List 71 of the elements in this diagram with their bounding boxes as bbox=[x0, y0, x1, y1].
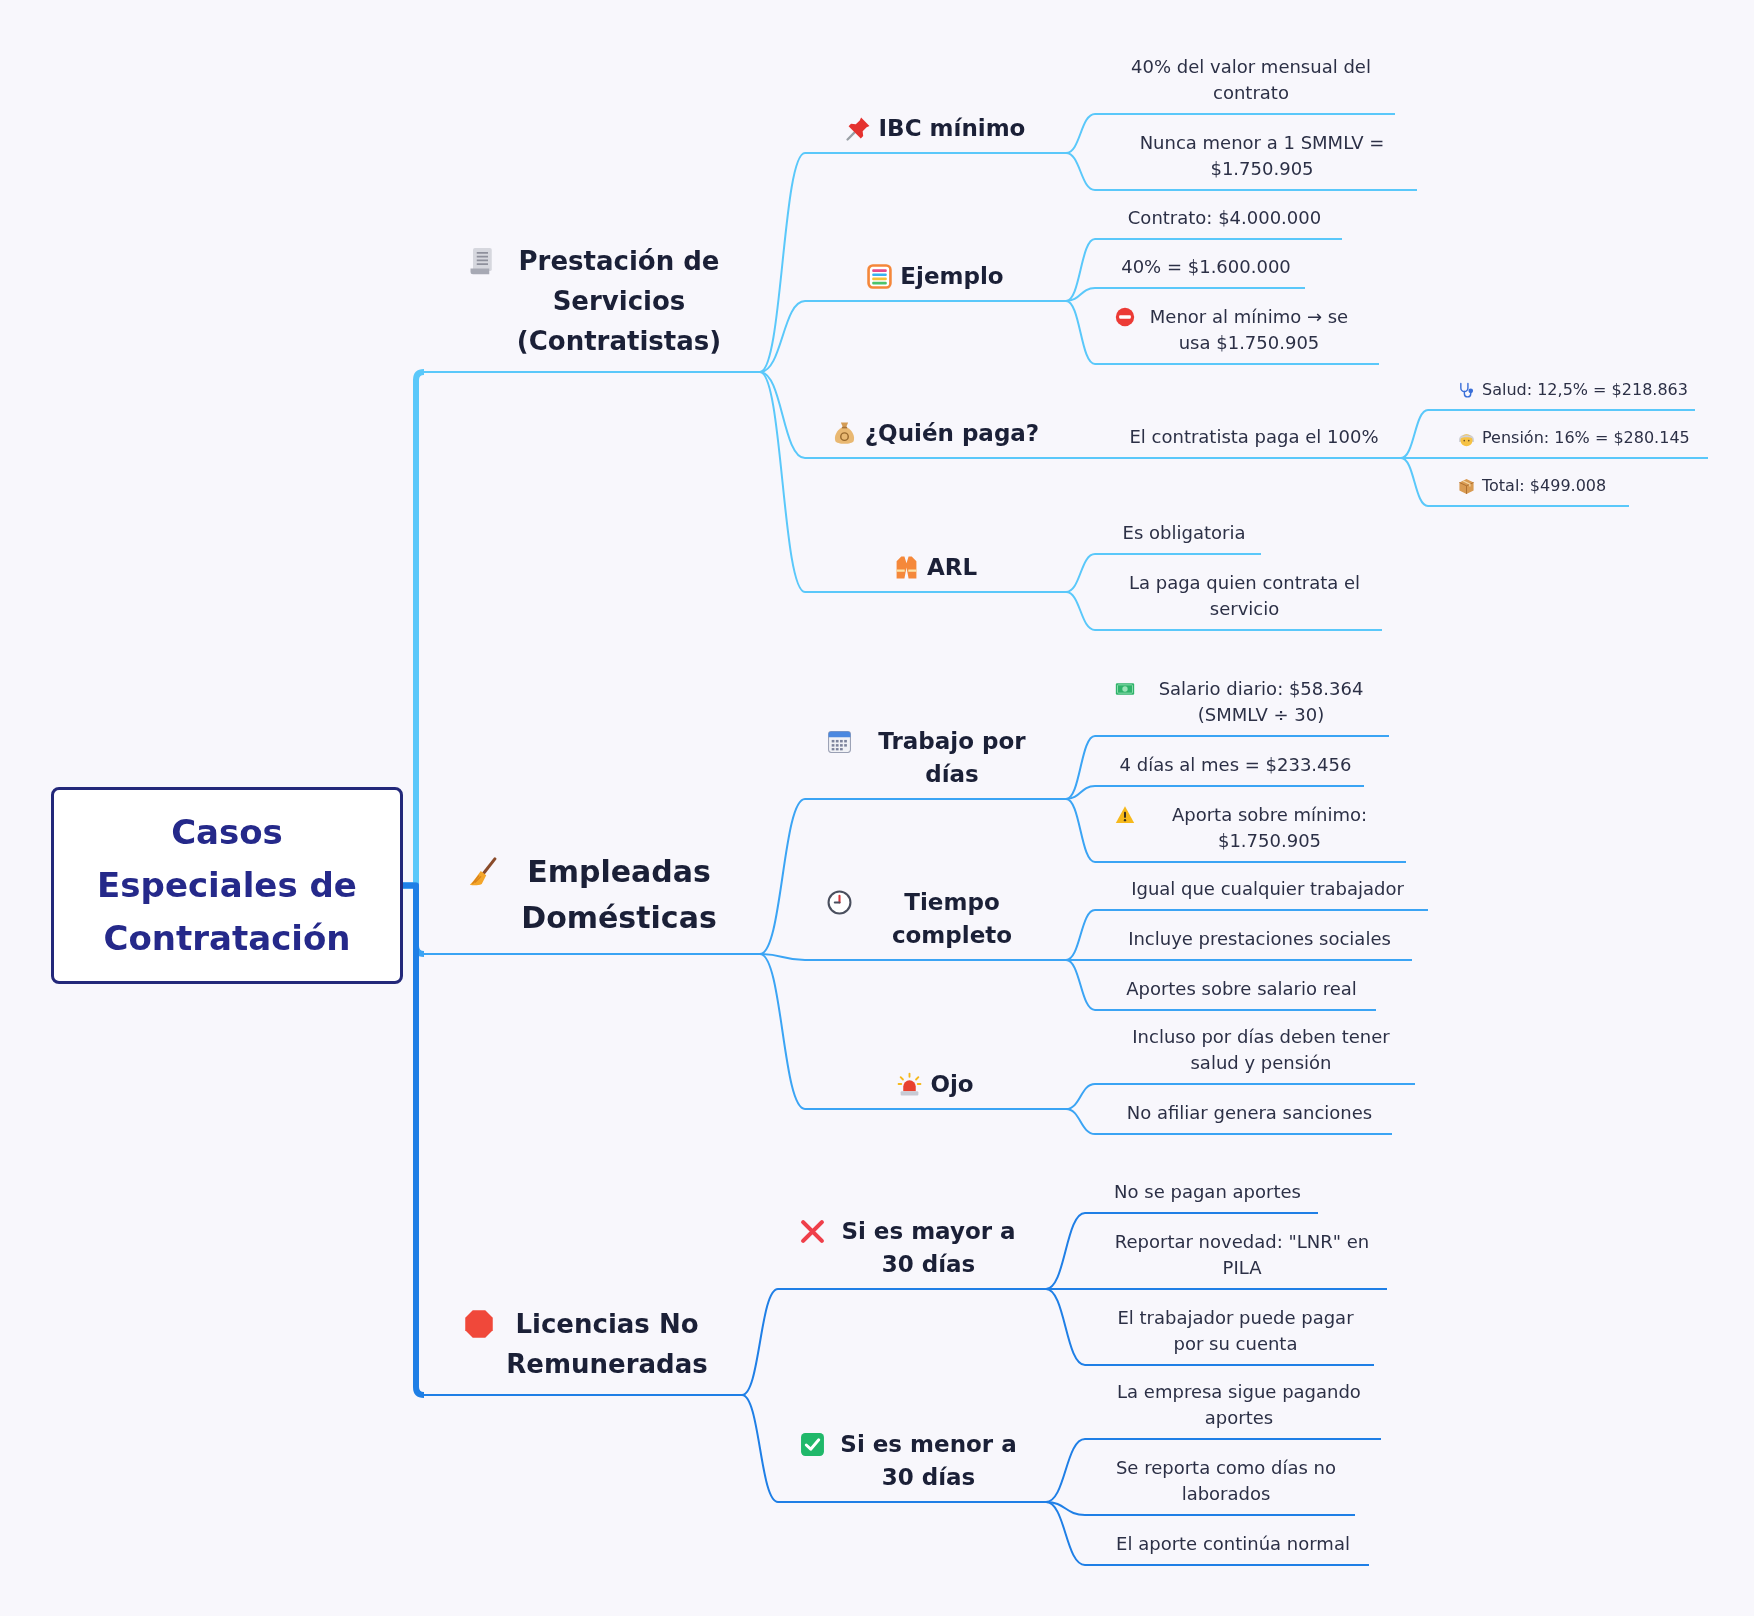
topic-text: El aporte continúa normal bbox=[1116, 1532, 1350, 1556]
branch-line bbox=[1065, 959, 1096, 1011]
topic-title: Ojo bbox=[930, 1070, 974, 1099]
topic-title: ARL bbox=[926, 553, 978, 582]
topic-title: Si es menor a 30 días bbox=[839, 1430, 1018, 1492]
branch-line bbox=[1065, 238, 1096, 302]
branch-line bbox=[759, 953, 806, 1110]
topic-title: ¿Quién paga? bbox=[864, 419, 1040, 448]
branch-line bbox=[1045, 1438, 1086, 1503]
topic-text: 40% del valor mensual del contrato bbox=[1130, 55, 1372, 105]
topic-text: La empresa sigue pagando aportes bbox=[1116, 1380, 1362, 1430]
topic-text: Incluye prestaciones sociales bbox=[1128, 927, 1391, 951]
topic-text: Igual que cualquier trabajador bbox=[1131, 877, 1404, 901]
branch-line bbox=[741, 1288, 779, 1396]
topic-text: 4 días al mes = $233.456 bbox=[1119, 753, 1352, 777]
topic-text: No afiliar genera sanciones bbox=[1126, 1101, 1373, 1125]
topic-title: Si es mayor a 30 días bbox=[840, 1217, 1017, 1279]
branch-line bbox=[1400, 409, 1429, 459]
branch-line bbox=[1065, 909, 1096, 961]
topic-text: Contrato: $4.000.000 bbox=[1127, 206, 1322, 230]
branch-line bbox=[1400, 457, 1429, 459]
topic-text: Menor al mínimo → se usa $1.750.905 bbox=[1148, 305, 1350, 355]
branch-line bbox=[759, 798, 806, 955]
detail-topic bbox=[1428, 427, 1708, 459]
branch-line bbox=[1065, 591, 1096, 631]
branch-line bbox=[1065, 457, 1096, 459]
branch-line bbox=[1400, 457, 1429, 507]
topic-text: El contratista paga el 100% bbox=[1129, 425, 1379, 449]
topic-text: Incluso por días deben tener salud y pensión bbox=[1131, 1025, 1391, 1075]
branch-line bbox=[759, 371, 806, 593]
topic-title: IBC mínimo bbox=[878, 114, 1026, 143]
topic-text: La paga quien contrata el servicio bbox=[1127, 571, 1362, 621]
branch-line bbox=[759, 371, 806, 459]
topic-title: Tiempo completo bbox=[890, 888, 1014, 950]
branch-line bbox=[403, 882, 427, 1398]
branch-line bbox=[1065, 553, 1096, 593]
topic-text: Total: $499.008 bbox=[1482, 475, 1607, 497]
branch-line bbox=[1065, 1108, 1096, 1135]
topic-title: Licencias No Remuneradas bbox=[505, 1308, 709, 1381]
topic-text: Pensión: 16% = $280.145 bbox=[1482, 427, 1690, 449]
branch-line bbox=[1065, 798, 1096, 863]
central-topic-title: Casos Especiales de Contratación bbox=[96, 811, 358, 960]
branch-line bbox=[1045, 1501, 1086, 1566]
branch-line bbox=[759, 953, 806, 961]
topic-text: Reportar novedad: "LNR" en PILA bbox=[1113, 1230, 1371, 1280]
topic-text: Salud: 12,5% = $218.863 bbox=[1482, 379, 1688, 401]
topic-text: Aportes sobre salario real bbox=[1126, 977, 1357, 1001]
branch-line bbox=[1065, 152, 1096, 191]
branch-line bbox=[1045, 1288, 1086, 1290]
topic-title: Ejemplo bbox=[900, 262, 1004, 291]
branch-line bbox=[1065, 113, 1096, 154]
branch-line bbox=[759, 152, 806, 373]
topic-text: Se reporta como días no laborados bbox=[1114, 1456, 1338, 1506]
central-topic-box bbox=[51, 787, 403, 984]
branch-line bbox=[1045, 1288, 1086, 1366]
branch-line bbox=[1065, 287, 1096, 302]
topic-text: No se pagan aportes bbox=[1114, 1180, 1301, 1204]
topic-title: Empleadas Domésticas bbox=[520, 853, 718, 937]
branch-line bbox=[1065, 785, 1096, 800]
branch-line bbox=[741, 1394, 779, 1503]
topic-text: El trabajador puede pagar por su cuenta bbox=[1116, 1306, 1355, 1356]
branch-line bbox=[1065, 300, 1096, 365]
topic-title: Trabajo por días bbox=[877, 727, 1027, 789]
topic-text: 40% = $1.600.000 bbox=[1121, 255, 1291, 279]
topic-title: Prestación de Servicios (Contratistas) bbox=[515, 245, 723, 358]
topic-text: Nunca menor a 1 SMMLV = $1.750.905 bbox=[1138, 131, 1386, 181]
branch-line bbox=[1045, 1212, 1086, 1290]
branch-line bbox=[1065, 735, 1096, 800]
topic-text: Aporta sobre mínimo: $1.750.905 bbox=[1170, 803, 1369, 853]
topic-text: Es obligatoria bbox=[1122, 521, 1246, 545]
topic-text: Salario diario: $58.364 (SMMLV ÷ 30) bbox=[1157, 677, 1365, 727]
